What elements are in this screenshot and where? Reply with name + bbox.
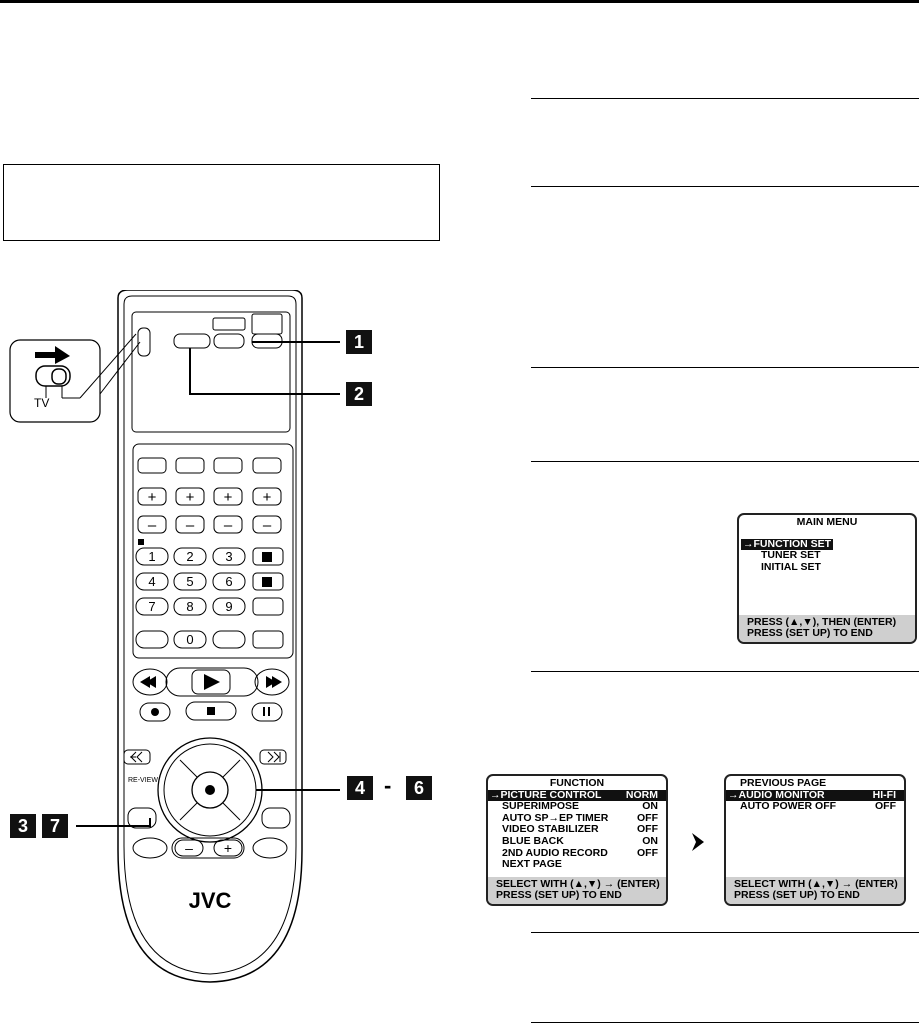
step-divider — [531, 1022, 919, 1023]
menu-row-auto-sp-ep[interactable]: AUTO SP→EP TIMER OFF — [488, 811, 666, 825]
row-value: OFF — [637, 846, 658, 859]
step-badge-2: 2 — [346, 382, 372, 406]
key-2: 2 — [186, 549, 193, 564]
step-range-dash: - — [384, 773, 392, 798]
row-label: AUTO POWER OFF — [740, 800, 837, 813]
function-menu-page2-footer: SELECT WITH (▲,▼) → (ENTER) PRESS (SET U… — [726, 876, 904, 904]
key-5: 5 — [186, 574, 193, 589]
row-label: →AUDIO MONITOR — [728, 788, 825, 801]
minus-label: – — [224, 517, 233, 534]
menu-row-2nd-audio[interactable]: 2ND AUDIO RECORD OFF — [488, 846, 666, 860]
row-value: OFF — [637, 811, 658, 824]
next-page-arrow-icon — [692, 833, 704, 851]
function-menu-page2-screen: PREVIOUS PAGE →AUDIO MONITOR HI-FI AUTO P… — [724, 774, 906, 906]
row-value: OFF — [637, 823, 658, 836]
key-1: 1 — [148, 549, 155, 564]
function-menu-title: FUNCTION — [549, 777, 605, 789]
footer-line: SELECT WITH (▲,▼) → (ENTER) — [496, 877, 660, 890]
row-label: BLUE BACK — [502, 834, 564, 847]
plus-label: + — [224, 840, 232, 856]
menu-row-video-stabilizer[interactable]: VIDEO STABILIZER OFF — [488, 824, 666, 836]
function-menu-footer: SELECT WITH (▲,▼) → (ENTER) PRESS (SET U… — [488, 876, 666, 904]
note-box — [3, 164, 440, 241]
menu-row-auto-power-off[interactable]: AUTO POWER OFF OFF — [726, 800, 904, 813]
footer-line: SELECT WITH (▲,▼) → (ENTER) — [734, 877, 898, 890]
step-divider — [531, 98, 919, 99]
step-badge-3: 3 — [10, 814, 36, 838]
row-label: →PICTURE CONTROL — [490, 788, 602, 801]
row-value: NORM — [625, 788, 658, 801]
row-value: ON — [642, 834, 658, 847]
step-divider — [531, 932, 919, 933]
main-menu-title: MAIN MENU — [796, 516, 858, 528]
main-menu-footer: PRESS (▲,▼), THEN (ENTER) PRESS (SET UP)… — [739, 614, 915, 642]
switch-tv-label: TV — [34, 396, 49, 410]
remote-illustration: TV + + + + – – – – — [9, 290, 340, 983]
minus-label: – — [186, 517, 195, 534]
plus-label: + — [148, 489, 157, 506]
main-menu-screen: MAIN MENU →FUNCTION SET TUNER SET INITIA… — [737, 513, 917, 644]
key-7: 7 — [148, 599, 155, 614]
step-divider — [531, 461, 919, 462]
minus-label: – — [185, 840, 193, 856]
plus-label: + — [263, 489, 272, 506]
row-label: 2ND AUDIO RECORD — [502, 846, 608, 859]
step-badge-1: 1 — [346, 330, 372, 354]
menu-item-function-set[interactable]: →FUNCTION SET — [741, 537, 834, 551]
row-value: ON — [642, 800, 658, 813]
plus-label: + — [186, 489, 195, 506]
function-menu-screen: FUNCTION →PICTURE CONTROL NORM SUPERIMPOS… — [486, 774, 668, 906]
top-rule — [0, 0, 919, 3]
footer-line: PRESS (▲,▼), THEN (ENTER) — [747, 615, 897, 628]
key-8: 8 — [186, 599, 193, 614]
step-divider — [531, 367, 919, 368]
key-4: 4 — [148, 574, 155, 589]
jvc-logo: JVC — [189, 888, 232, 913]
key-0: 0 — [186, 632, 193, 647]
step-divider — [531, 671, 919, 672]
menu-row-superimpose[interactable]: SUPERIMPOSE ON — [488, 800, 666, 813]
row-label: PREVIOUS PAGE — [740, 777, 827, 789]
footer-line: PRESS (SET UP) TO END — [734, 889, 860, 902]
row-label: NEXT PAGE — [502, 858, 562, 871]
step-badge-7: 7 — [42, 814, 68, 838]
key-6: 6 — [225, 574, 232, 589]
menu-row-previous-page[interactable]: PREVIOUS PAGE — [726, 777, 904, 790]
menu-row-blue-back[interactable]: BLUE BACK ON — [488, 834, 666, 848]
step-badge-6: 6 — [406, 776, 432, 800]
row-label: VIDEO STABILIZER — [502, 823, 599, 836]
menu-item-tuner-set[interactable]: TUNER SET — [761, 549, 821, 562]
key-3: 3 — [225, 549, 232, 564]
row-label: SUPERIMPOSE — [502, 800, 580, 813]
menu-row-audio-monitor[interactable]: →AUDIO MONITOR HI-FI — [726, 788, 904, 802]
review-label: RE-VIEW — [128, 777, 158, 784]
footer-line: PRESS (SET UP) TO END — [747, 627, 873, 640]
minus-label: – — [263, 517, 272, 534]
key-9: 9 — [225, 599, 232, 614]
step-divider — [531, 186, 919, 187]
step-badge-4: 4 — [347, 776, 373, 800]
footer-line: PRESS (SET UP) TO END — [496, 889, 622, 902]
minus-label: – — [148, 517, 157, 534]
menu-item-initial-set[interactable]: INITIAL SET — [761, 560, 821, 573]
menu-row-next-page[interactable]: NEXT PAGE — [488, 858, 666, 871]
menu-row-picture-control[interactable]: →PICTURE CONTROL NORM — [488, 788, 666, 802]
row-value: HI-FI — [872, 788, 896, 801]
row-label: AUTO SP→EP TIMER — [502, 811, 609, 824]
plus-label: + — [224, 489, 233, 506]
row-value: OFF — [875, 800, 896, 813]
